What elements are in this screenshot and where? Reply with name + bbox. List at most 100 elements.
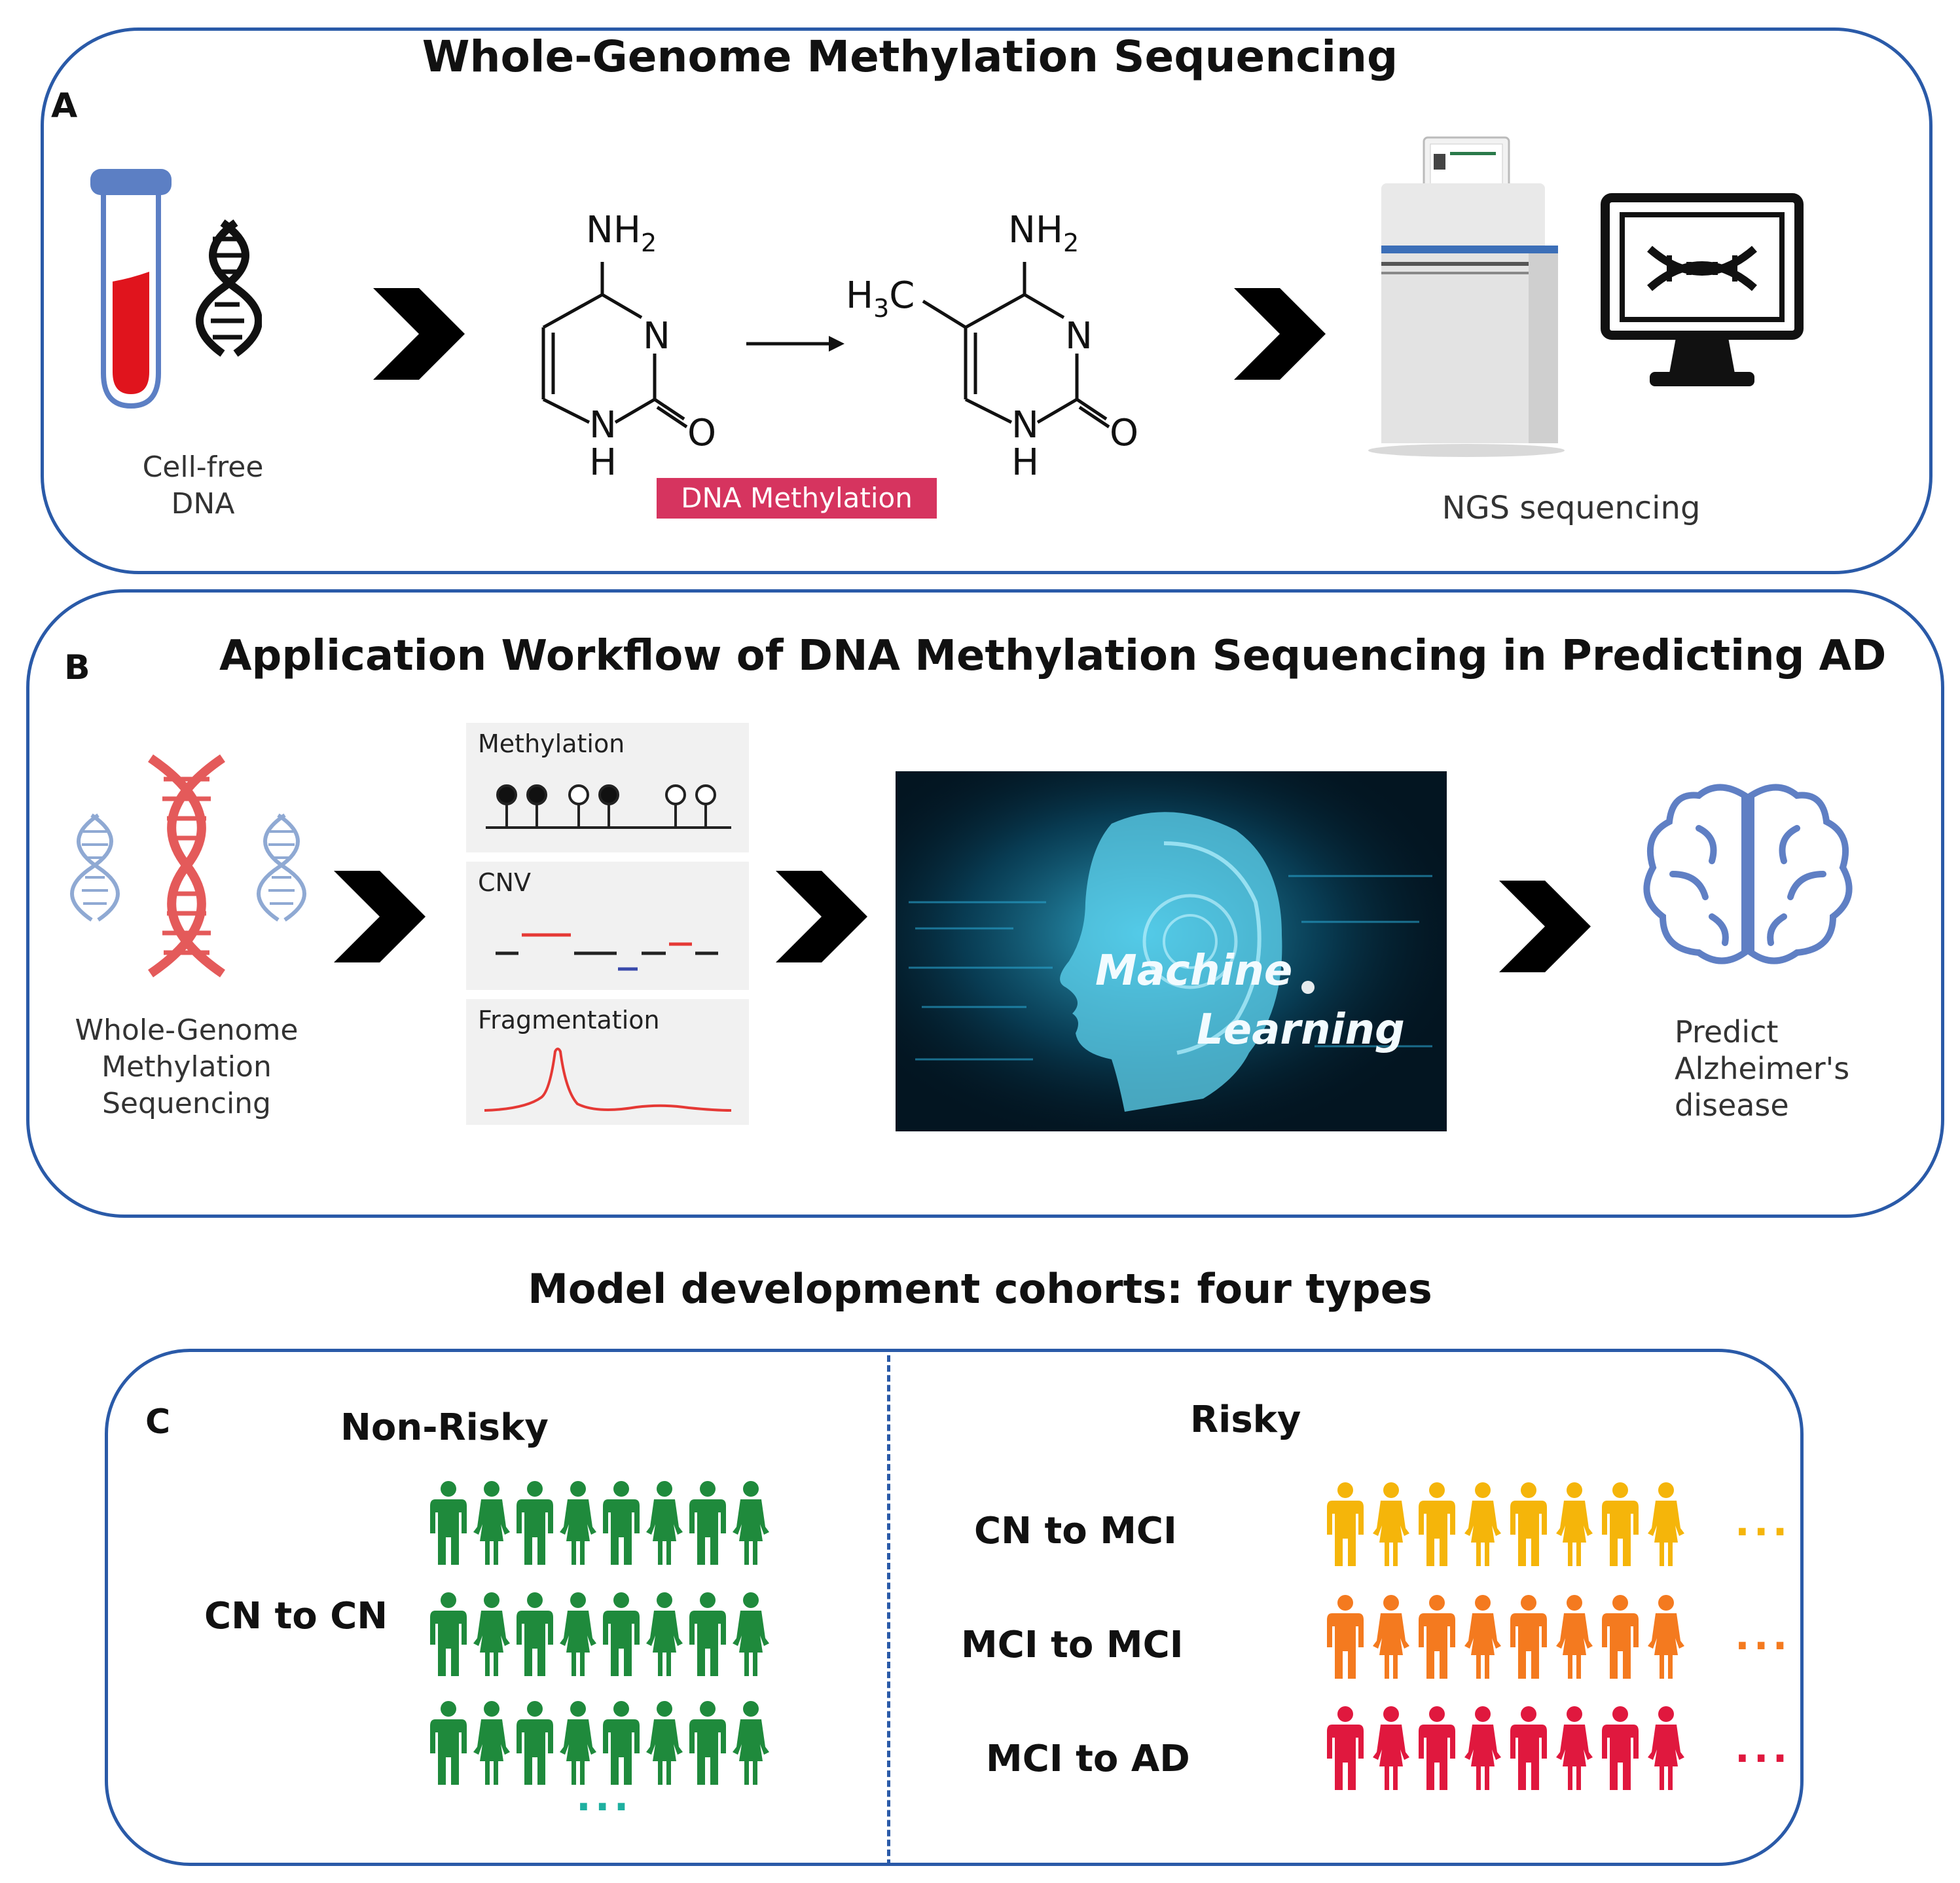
person-male-icon <box>1510 1706 1547 1790</box>
person-female-icon <box>473 1701 510 1785</box>
wgms-line1: Whole-Genome <box>75 1014 299 1047</box>
person-male-icon <box>1419 1482 1455 1566</box>
person-female-icon <box>1464 1482 1501 1566</box>
nh2-text: NH2 <box>586 209 657 257</box>
person-female-icon <box>646 1701 683 1785</box>
panel-a <box>41 27 1933 574</box>
mci-to-ad-label: MCI to AD <box>986 1738 1190 1780</box>
cytosine-structure: NH2 N N H O <box>541 209 716 484</box>
methylation-box-label: Methylation <box>478 729 625 758</box>
dna-helix-red-icon <box>148 754 225 978</box>
person-female-icon <box>1464 1595 1501 1679</box>
dna-helix-icon <box>196 219 262 357</box>
cnv-segments <box>496 933 718 971</box>
ring-nh-h-2: H <box>1011 441 1039 484</box>
non-risky-heading: Non-Risky <box>340 1406 549 1449</box>
chevron-right-icon <box>776 871 867 962</box>
brain-icon <box>1643 784 1853 964</box>
panel-b-title: Application Workflow of DNA Methylation … <box>219 632 1887 680</box>
methylcytosine-structure: NH2 H3C N N H O <box>846 209 1138 484</box>
person-male-icon <box>517 1701 553 1785</box>
person-male-icon <box>603 1592 640 1676</box>
ring-nh-n-2: N <box>1011 404 1039 447</box>
person-male-icon <box>1327 1595 1364 1679</box>
panel-b-letter: B <box>64 648 90 687</box>
cellfree-line2: DNA <box>171 487 235 521</box>
panel-b <box>26 589 1944 1218</box>
person-female-icon <box>560 1481 596 1565</box>
machine-learning-image: Machine Learning <box>896 771 1447 1131</box>
person-female-icon <box>473 1592 510 1676</box>
dna-helix-blue-right-icon <box>257 813 306 922</box>
sequencer-machine-icon <box>1368 136 1565 457</box>
person-female-icon <box>733 1592 769 1676</box>
methylation-lollipops <box>486 784 731 829</box>
person-male-icon <box>689 1701 726 1785</box>
person-male-icon <box>1327 1706 1364 1790</box>
person-female-icon <box>1373 1482 1409 1566</box>
wgms-label: Whole-Genome Methylation Sequencing <box>65 1012 308 1122</box>
person-female-icon <box>1464 1706 1501 1790</box>
ml-title-line2: Learning <box>1197 1006 1405 1054</box>
ring-o-text-2: O <box>1110 412 1138 454</box>
h3c-text: H3C <box>846 274 915 323</box>
person-male-icon <box>430 1701 467 1785</box>
fragmentation-box: Fragmentation <box>466 999 749 1125</box>
person-female-icon <box>1648 1706 1684 1790</box>
dna-helix-blue-left-icon <box>70 813 120 922</box>
cnv-box-label: CNV <box>478 868 531 897</box>
person-male-icon <box>517 1481 553 1565</box>
person-male-icon <box>603 1701 640 1785</box>
person-male-icon <box>1419 1706 1455 1790</box>
chevron-right-icon <box>1234 288 1326 380</box>
cn-to-mci-label: CN to MCI <box>974 1510 1177 1552</box>
person-female-icon <box>1373 1706 1409 1790</box>
chevron-right-icon <box>1499 881 1591 972</box>
ring-n-text-2: N <box>1065 315 1093 357</box>
fragmentation-box-label: Fragmentation <box>478 1006 660 1034</box>
test-tube-icon <box>90 169 172 409</box>
panel-c-letter: C <box>145 1402 171 1442</box>
monitor-dna-icon <box>1601 193 1804 386</box>
green-ellipsis: ... <box>576 1774 633 1820</box>
person-female-icon <box>560 1592 596 1676</box>
person-male-icon <box>603 1481 640 1565</box>
person-male-icon <box>517 1592 553 1676</box>
chevron-right-icon <box>373 288 465 380</box>
panel-a-title: Whole-Genome Methylation Sequencing <box>422 31 1398 82</box>
cellfree-line1: Cell-free <box>142 450 264 484</box>
person-male-icon <box>1419 1595 1455 1679</box>
chevron-right-icon <box>334 871 426 962</box>
person-female-icon <box>1373 1595 1409 1679</box>
ml-title-line1: Machine <box>1095 947 1293 995</box>
fragmentation-curve <box>484 1048 732 1112</box>
ring-nh-n: N <box>589 404 617 447</box>
person-female-icon <box>1556 1595 1593 1679</box>
person-female-icon <box>646 1481 683 1565</box>
person-female-icon <box>733 1481 769 1565</box>
reaction-arrow <box>746 336 844 352</box>
person-male-icon <box>1510 1482 1547 1566</box>
person-female-icon <box>473 1481 510 1565</box>
ngs-sequencing-label: NGS sequencing <box>1442 490 1701 526</box>
orange-ellipsis: ... <box>1735 1613 1792 1659</box>
person-male-icon <box>689 1481 726 1565</box>
person-male-icon <box>430 1592 467 1676</box>
person-male-icon <box>1602 1595 1639 1679</box>
person-male-icon <box>1602 1482 1639 1566</box>
ring-n-text: N <box>643 315 670 357</box>
wgms-line3: Sequencing <box>101 1087 271 1120</box>
cn-to-cn-label: CN to CN <box>204 1595 388 1637</box>
person-male-icon <box>1327 1482 1364 1566</box>
person-female-icon <box>1648 1482 1684 1566</box>
person-male-icon <box>689 1592 726 1676</box>
yellow-ellipsis: ... <box>1735 1499 1792 1545</box>
person-female-icon <box>1556 1706 1593 1790</box>
person-female-icon <box>1648 1595 1684 1679</box>
cellfree-dna-label: Cell-free DNA <box>124 449 281 522</box>
panel-c-heading: Model development cohorts: four types <box>528 1265 1432 1313</box>
predict-line2: Alzheimer's <box>1675 1051 1850 1086</box>
wgms-line2: Methylation <box>101 1050 272 1084</box>
ring-nh-h: H <box>589 441 617 484</box>
